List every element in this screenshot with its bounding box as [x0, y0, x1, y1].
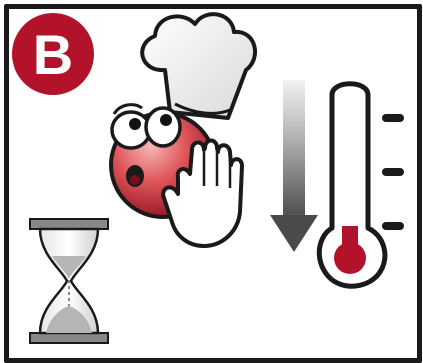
thermometer-icon — [319, 84, 404, 286]
down-arrow-icon — [270, 80, 318, 252]
chef-hat-icon — [142, 14, 255, 118]
hourglass-icon — [30, 219, 108, 343]
